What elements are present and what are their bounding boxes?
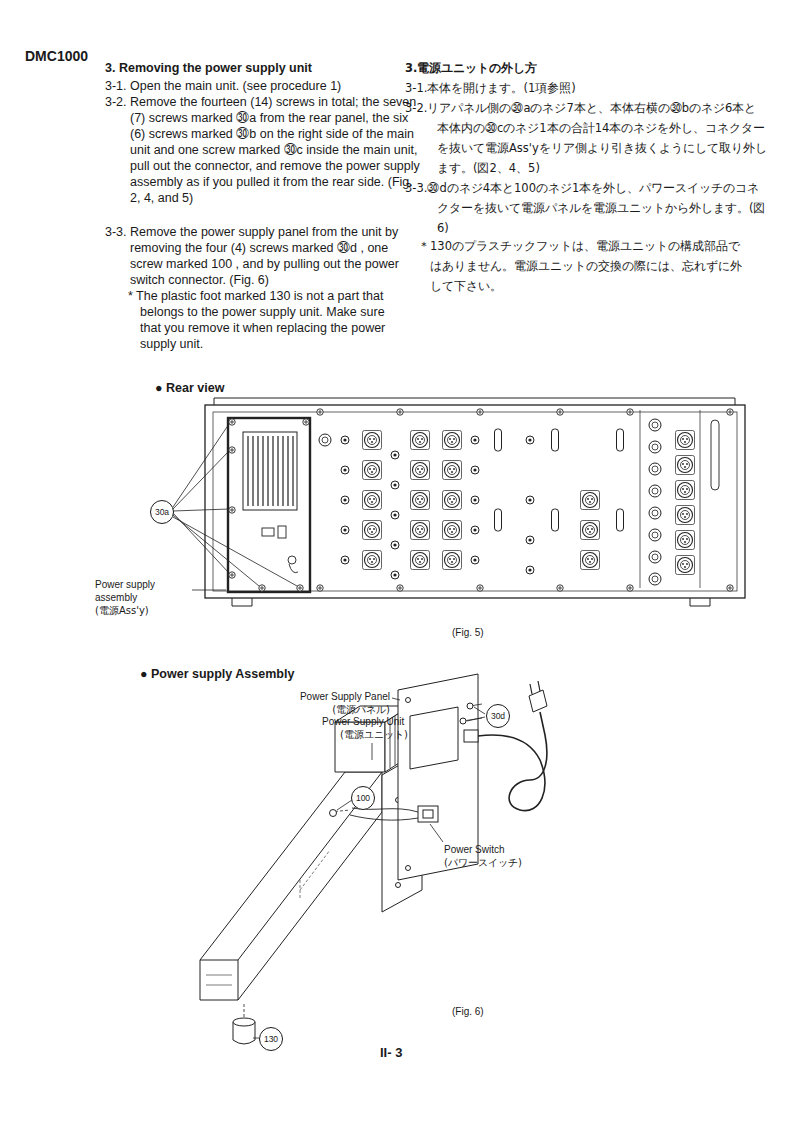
step-text: 3-1.本体を開けます。(1項参照)	[405, 78, 725, 98]
rear-view-figure	[205, 398, 745, 606]
part-name: (電源パネル)	[290, 703, 390, 716]
section-heading: 3.電源ユニットの外し方	[405, 58, 725, 78]
page-number: II- 3	[380, 1045, 440, 1061]
part-name: (パワースイッチ)	[444, 856, 554, 869]
part-name: Power Supply Panel	[270, 690, 390, 703]
figure-heading: ● Rear view	[155, 380, 355, 396]
note-text: ＊130のプラスチックフットは、電源ユニットの構成部品ではありません。電源ユニッ…	[418, 236, 748, 296]
callout-number: 130	[259, 1027, 283, 1051]
part-name: Power Switch	[444, 843, 534, 856]
step-text: 3-2. Remove the fourteen (14) screws in …	[105, 94, 422, 206]
step-text: 3-3. Remove the power supply panel from …	[105, 224, 422, 288]
part-name: (電源Ass'y)	[95, 604, 190, 617]
callout-number: 30d	[486, 704, 510, 728]
step-text: 3-1. Open the main unit. (see procedure …	[105, 78, 397, 94]
part-name: (電源ユニット)	[340, 728, 440, 741]
rear-panel-parts	[229, 409, 733, 591]
figure-caption: (Fig. 6)	[452, 1005, 532, 1018]
page-header: DMC1000	[25, 48, 88, 64]
leader-lines	[173, 424, 297, 590]
part-name: Power Supply Unit	[322, 715, 432, 728]
step-text: 3-2.リアパネル側の㉚aのネジ7本と、本体右横の㉚bのネジ6本と本体内の㉚cの…	[405, 98, 767, 178]
callout-number: 30a	[150, 500, 174, 524]
part-name: Power supply assembly	[95, 578, 190, 604]
note-text: * The plastic foot marked 130 is not a p…	[128, 288, 408, 352]
step-text: 3-3.㉚dのネジ4本と100のネジ1本を外し、パワースイッチのコネクターを抜い…	[405, 178, 767, 238]
section-heading: 3. Removing the power supply unit	[105, 60, 405, 76]
figure-caption: (Fig. 5)	[452, 626, 532, 639]
figure-heading: ● Power supply Assembly	[140, 666, 390, 682]
callout-number: 100	[351, 786, 375, 810]
